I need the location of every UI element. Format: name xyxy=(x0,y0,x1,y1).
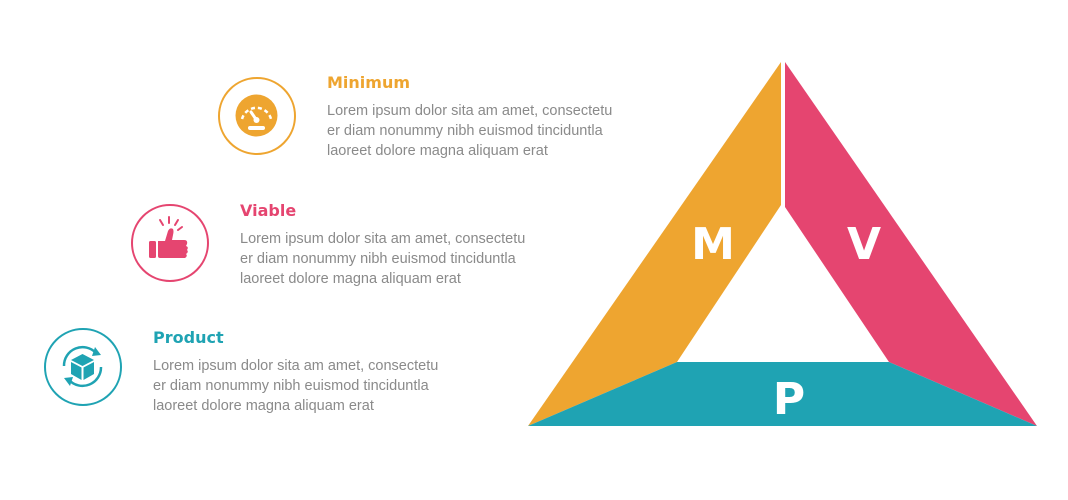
item-title-product: Product xyxy=(153,328,224,347)
item-body-viable: Lorem ipsum dolor sita am amet, consecte… xyxy=(240,231,526,287)
thumbs-up-icon xyxy=(131,204,209,282)
segment-minimum xyxy=(528,62,781,426)
segment-viable xyxy=(785,62,1037,426)
letter-p: P xyxy=(773,374,805,425)
letter-m: M xyxy=(691,219,735,270)
item-body-minimum: Lorem ipsum dolor sita am amet, consecte… xyxy=(327,103,613,159)
segment-product xyxy=(528,362,1037,426)
item-body-product: Lorem ipsum dolor sita am amet, consecte… xyxy=(153,358,439,414)
speedometer-icon xyxy=(218,77,296,155)
item-title-viable: Viable xyxy=(240,201,297,220)
letter-v: V xyxy=(847,219,881,270)
item-title-minimum: Minimum xyxy=(327,73,411,92)
box-refresh-icon xyxy=(44,328,122,406)
